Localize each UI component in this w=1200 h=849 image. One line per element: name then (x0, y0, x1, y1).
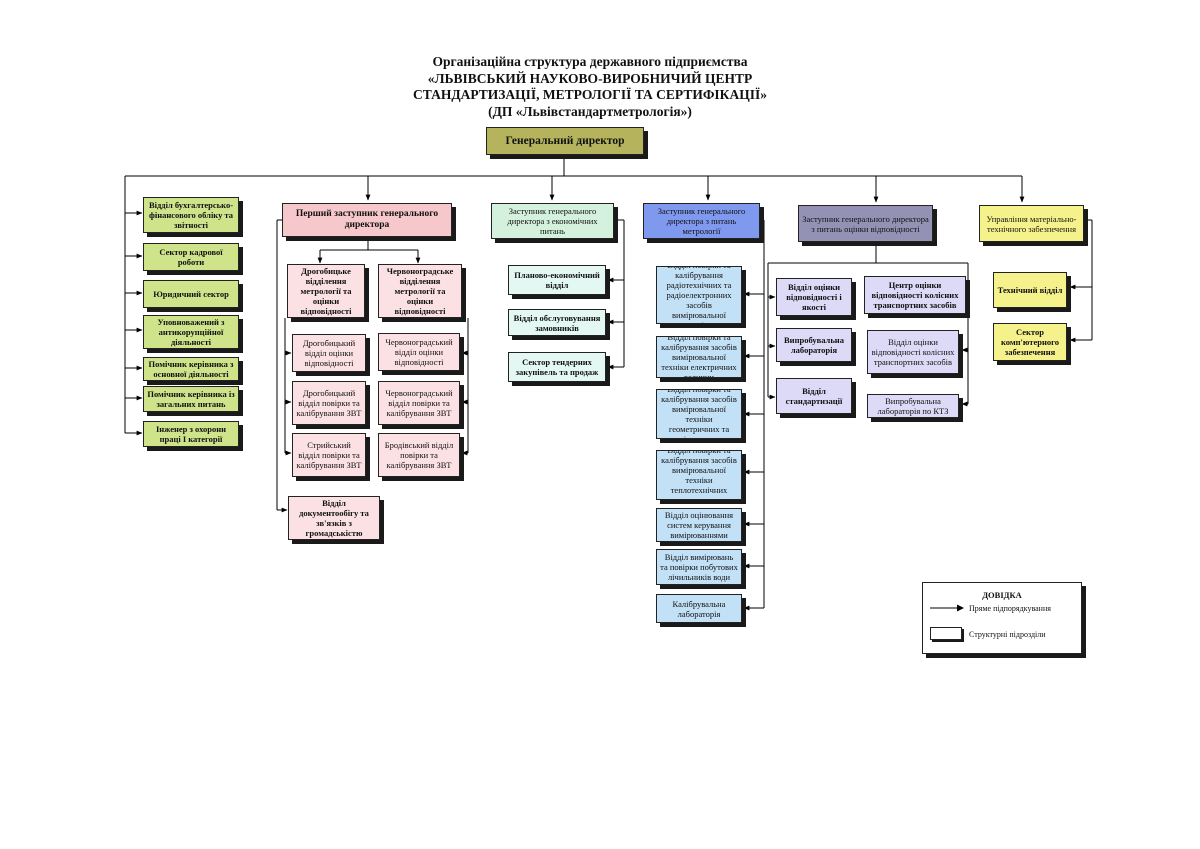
title-line-2: «ЛЬВІВСЬКИЙ НАУКОВО-ВИРОБНИЧИЙ ЦЕНТР (427, 70, 753, 86)
computer-support-unit: Сектор комп'ютерного забезпечення (993, 323, 1067, 361)
title-line-1: Організаційна структура державного підпр… (432, 54, 748, 69)
conformity-quality-unit: Відділ оцінки відповідності і якості (776, 278, 852, 316)
thermal-calibration-unit: Відділ повірки та калібрування засобів в… (656, 450, 742, 500)
legend-title: ДОВІДКА (982, 590, 1022, 600)
geometric-calibration-unit: Відділ повірки та калібрування засобів в… (656, 389, 742, 439)
legend-arrow-icon (930, 604, 964, 612)
metrology-deputy-box: Заступник генерального директора з питан… (643, 203, 760, 239)
chervonohrad-branch: Червоноградське відділення метрології та… (378, 264, 462, 318)
title-line-4: (ДП «Львівстандартметрологія») (488, 103, 692, 119)
vehicle-conformity-unit: Відділ оцінки відповідності колісних тра… (867, 330, 959, 374)
unit-anticorruption: Уповноважений з антикорупційної діяльнос… (143, 315, 239, 349)
technical-unit: Технічний відділ (993, 272, 1067, 308)
customer-service-unit: Відділ обслуговування замовників (508, 309, 606, 336)
general-director-box: Генеральний директор (486, 127, 644, 155)
testing-lab-unit: Випробувальна лабораторія (776, 328, 852, 362)
economic-deputy-box: Заступник генерального директора з еконо… (491, 203, 614, 239)
title-line-3: СТАНДАРТИЗАЦІЇ, МЕТРОЛОГІЇ ТА СЕРТИФІКАЦ… (413, 87, 767, 102)
radio-calibration-unit: Відділ повірки та калібрування радіотехн… (656, 266, 742, 324)
conformity-deputy-box: Заступник генерального директора з питан… (798, 205, 933, 242)
drohobych-conformity-unit: Дрогобицький відділ оцінки відповідності (292, 334, 366, 372)
chervonohrad-calibration-unit: Червоноградський відділ повірки та каліб… (378, 381, 460, 425)
unit-accounting: Відділ бухгалтерсько-фінансового обліку … (143, 197, 239, 233)
first-deputy-box: Перший заступник генерального директора (282, 203, 452, 237)
legend-box-label: Структурні підрозділи (969, 630, 1046, 639)
material-support-box: Управління матеріально-технічного забезп… (979, 205, 1084, 242)
unit-assistant-main: Помічник керівника з основної діяльності (143, 357, 239, 381)
planning-economic-unit: Планово-економічний відділ (508, 265, 606, 295)
tender-sector-unit: Сектор тендерних закупівель та продаж (508, 352, 606, 382)
docs-communications-unit: Відділ документообігу та зв'язків з гром… (288, 496, 380, 540)
electrical-calibration-unit: Відділ повірки та калібрування засобів в… (656, 336, 742, 378)
stryi-calibration-unit: Стрийський відділ повірки та калібруванн… (292, 433, 366, 477)
unit-assistant-general: Помічник керівника із загальних питань (143, 386, 239, 412)
legend-arrow-label: Пряме підпорядкування (969, 604, 1051, 613)
drohobych-calibration-unit: Дрогобицький відділ повірки та калібрува… (292, 381, 366, 425)
chervonohrad-conformity-unit: Червоноградський відділ оцінки відповідн… (378, 333, 460, 371)
standardization-unit: Відділ стандартизації (776, 378, 852, 414)
legend: ДОВІДКА Пряме підпорядкування Структурні… (922, 582, 1082, 654)
legend-box-sample-icon (930, 627, 962, 640)
unit-safety-engineer: Інженер з охорони праці І категорії (143, 421, 239, 447)
chart-title: Організаційна структура державного підпр… (350, 54, 830, 120)
water-meters-unit: Відділ вимірювань та повірки побутових л… (656, 549, 742, 585)
drohobych-branch: Дрогобицьке відділення метрології та оці… (287, 264, 365, 318)
measurement-systems-unit: Відділ оцінювання систем керування вимір… (656, 508, 742, 542)
calibration-lab-unit: Калібрувальна лабораторія (656, 594, 742, 623)
brody-calibration-unit: Бродівський відділ повірки та калібруван… (378, 433, 460, 477)
unit-hr: Сектор кадрової роботи (143, 243, 239, 271)
unit-legal: Юридичний сектор (143, 280, 239, 308)
vehicle-testing-lab-unit: Випробувальна лабораторія по КТЗ (867, 394, 959, 418)
vehicle-conformity-center: Центр оцінки відповідності колісних тран… (864, 276, 966, 314)
